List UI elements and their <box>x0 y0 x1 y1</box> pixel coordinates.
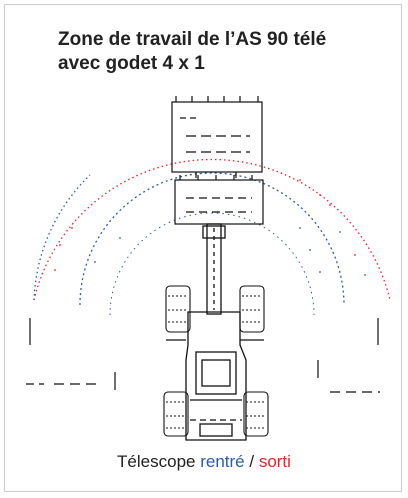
retracted-reach-arc-inner <box>109 212 315 316</box>
arc-speckles <box>54 179 366 276</box>
extended-reach-arc <box>33 158 391 301</box>
figure-title: Zone de travail de l’AS 90 télé avec god… <box>58 28 378 76</box>
machine-body <box>166 311 264 441</box>
title-line-2: avec godet 4 x 1 <box>58 53 205 74</box>
figure-frame <box>4 4 402 492</box>
bucket-extended <box>171 96 263 178</box>
boundary-markers <box>26 318 380 393</box>
bucket-retracted <box>174 175 264 225</box>
legend-caption: Télescope rentré / sorti <box>0 452 408 472</box>
legend-retracted-label: rentré <box>200 452 245 471</box>
title-line-1: Zone de travail de l’AS 90 télé <box>58 29 327 50</box>
legend-separator: / <box>244 452 259 471</box>
legend-prefix: Télescope <box>117 452 201 471</box>
wheels <box>163 285 269 437</box>
telescopic-arm <box>202 223 226 315</box>
legend-extended-label: sorti <box>258 452 291 471</box>
retracted-reach-arc <box>79 172 345 306</box>
arc-speckles-blue <box>94 227 321 273</box>
